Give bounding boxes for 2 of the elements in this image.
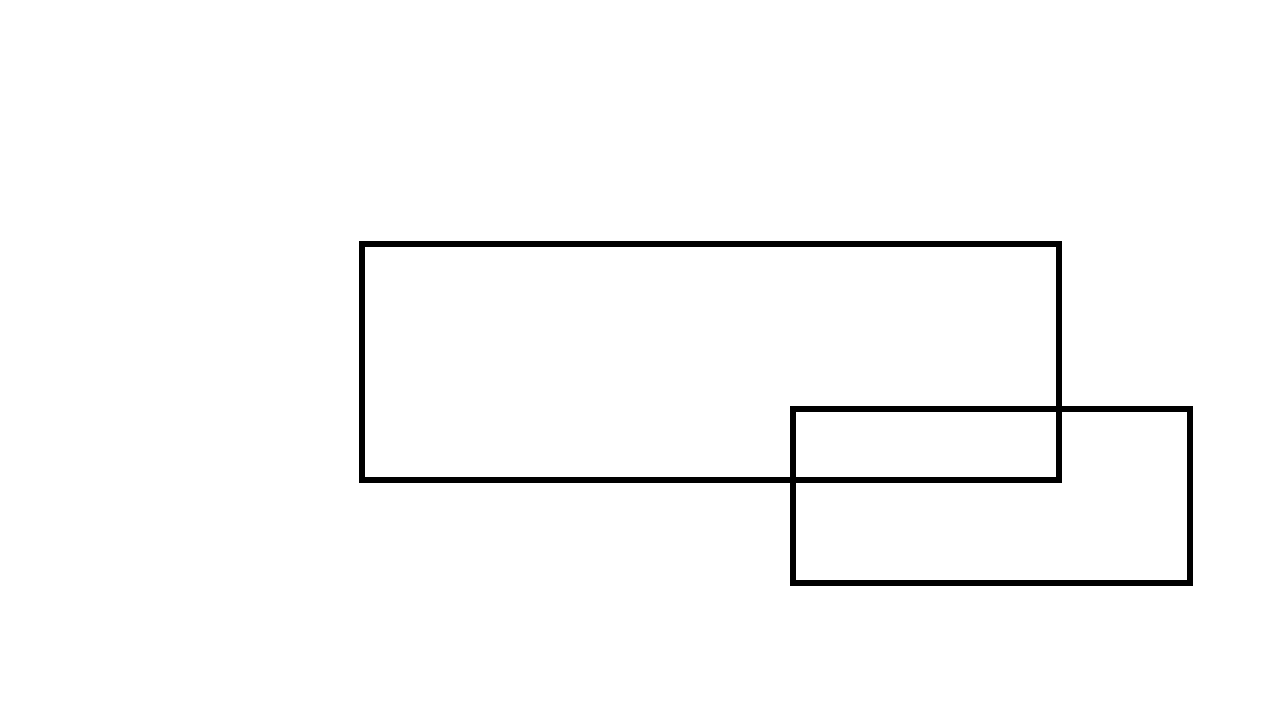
rectangle-outline bbox=[359, 241, 1062, 483]
rectangle-outline bbox=[790, 406, 1193, 586]
